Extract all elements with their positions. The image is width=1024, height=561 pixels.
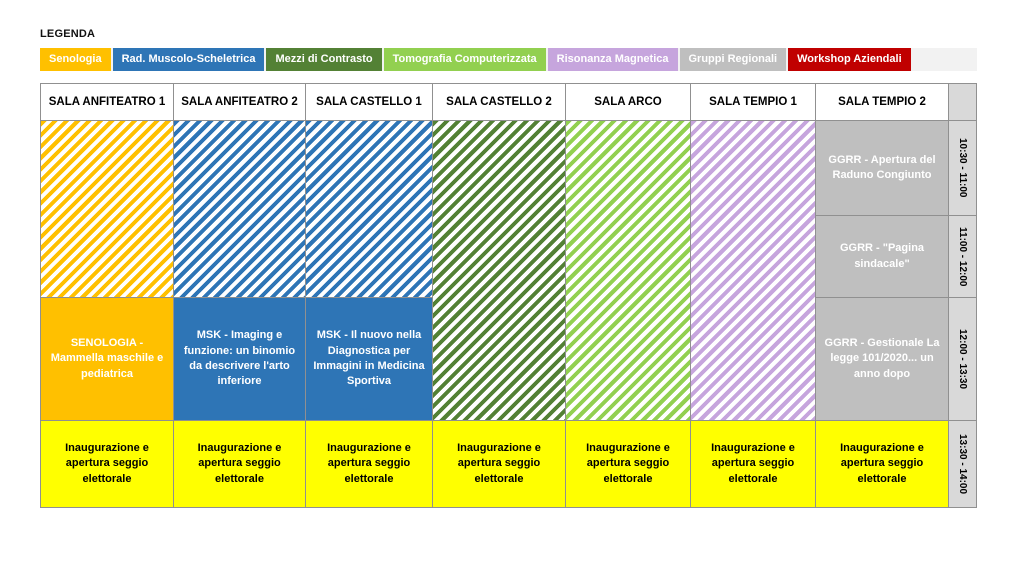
legend-badge-risonanza-magnetica: Risonanza Magnetica xyxy=(547,48,678,71)
schedule-grid: SALA ANFITEATRO 1 SALA ANFITEATRO 2 SALA… xyxy=(40,83,977,508)
legend-badge-workshop-aziendali: Workshop Aziendali xyxy=(788,48,911,71)
event-msk-diagnostica: MSK - Il nuovo nella Diagnostica per Imm… xyxy=(306,298,432,420)
time-slot-2: 11:00 - 12:00 xyxy=(949,216,976,297)
room-header-tempio-1: SALA TEMPIO 1 xyxy=(691,84,815,120)
hatch-cell-msk-anfiteatro-2 xyxy=(174,121,305,297)
event-inaugurazione-anfiteatro-1: Inaugurazione e apertura seggio elettora… xyxy=(41,421,173,507)
legend-title: LEGENDA xyxy=(40,28,96,40)
event-inaugurazione-anfiteatro-2: Inaugurazione e apertura seggio elettora… xyxy=(174,421,305,507)
room-header-arco: SALA ARCO xyxy=(566,84,690,120)
event-inaugurazione-tempio-1: Inaugurazione e apertura seggio elettora… xyxy=(691,421,815,507)
time-column-header xyxy=(949,84,976,120)
legend-badge-gruppi-regionali: Gruppi Regionali xyxy=(679,48,787,71)
hatch-cell-risonanza-tempio-1 xyxy=(691,121,815,420)
legend: Senologia Rad. Muscolo-Scheletrica Mezzi… xyxy=(40,48,977,71)
time-slot-3: 12:00 - 13:30 xyxy=(949,298,976,420)
event-ggrr-gestionale: GGRR - Gestionale La legge 101/2020... u… xyxy=(816,298,948,420)
event-inaugurazione-arco: Inaugurazione e apertura seggio elettora… xyxy=(566,421,690,507)
conference-schedule-page: LEGENDA Senologia Rad. Muscolo-Scheletri… xyxy=(40,28,977,508)
room-header-castello-1: SALA CASTELLO 1 xyxy=(306,84,432,120)
time-slot-1: 10:30 - 11:00 xyxy=(949,121,976,215)
time-slot-4: 13:30 - 14:00 xyxy=(949,421,976,507)
event-inaugurazione-castello-1: Inaugurazione e apertura seggio elettora… xyxy=(306,421,432,507)
room-header-anfiteatro-2: SALA ANFITEATRO 2 xyxy=(174,84,305,120)
legend-badge-senologia: Senologia xyxy=(40,48,111,71)
room-header-tempio-2: SALA TEMPIO 2 xyxy=(816,84,948,120)
legend-badge-tomografia-computerizzata: Tomografia Computerizzata xyxy=(383,48,546,71)
hatch-cell-contrasto-castello-2 xyxy=(433,121,565,420)
hatch-cell-msk-castello-1 xyxy=(306,121,432,297)
hatch-cell-senologia-anfiteatro-1 xyxy=(41,121,173,297)
event-ggrr-pagina-sindacale: GGRR - "Pagina sindacale" xyxy=(816,216,948,297)
legend-badge-mezzi-di-contrasto: Mezzi di Contrasto xyxy=(266,48,382,71)
event-msk-imaging: MSK - Imaging e funzione: un binomio da … xyxy=(174,298,305,420)
event-senologia: SENOLOGIA - Mammella maschile e pediatri… xyxy=(41,298,173,420)
room-header-castello-2: SALA CASTELLO 2 xyxy=(433,84,565,120)
legend-badge-rad-muscolo-scheletrica: Rad. Muscolo-Scheletrica xyxy=(112,48,265,71)
event-inaugurazione-castello-2: Inaugurazione e apertura seggio elettora… xyxy=(433,421,565,507)
event-inaugurazione-tempio-2: Inaugurazione e apertura seggio elettora… xyxy=(816,421,948,507)
hatch-cell-tomografia-arco xyxy=(566,121,690,420)
event-ggrr-apertura: GGRR - Apertura del Raduno Congiunto xyxy=(816,121,948,215)
room-header-anfiteatro-1: SALA ANFITEATRO 1 xyxy=(41,84,173,120)
